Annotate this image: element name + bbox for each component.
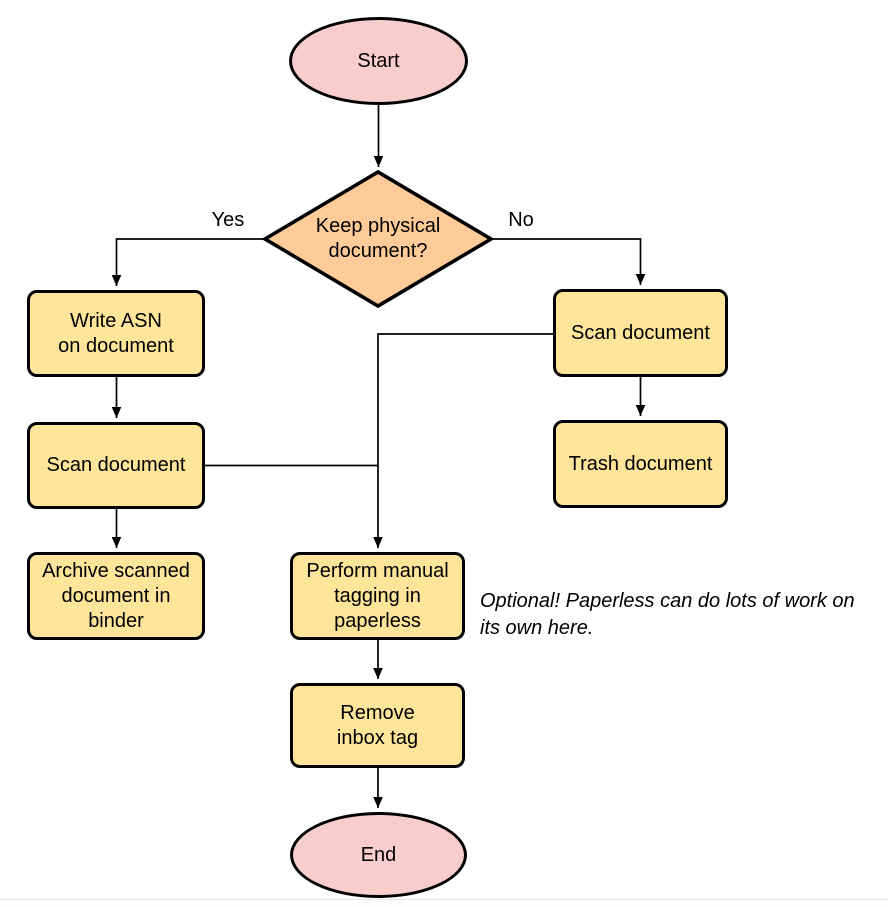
node-scan-document-left-label: Scan document (46, 454, 186, 476)
node-write-asn: Write ASN on document (27, 290, 205, 377)
node-scan-document-right: Scan document (553, 289, 728, 377)
optional-note: Optional! Paperless can do lots of work … (480, 590, 855, 639)
node-trash-document-label: Trash document (568, 452, 713, 475)
node-remove-inbox-tag-label: Remove inbox tag (336, 701, 419, 749)
node-start: Start (289, 17, 468, 105)
viewport-bottom-strip (0, 900, 888, 907)
node-decision: Keep physical document? (293, 212, 463, 266)
node-scan-document-right-label: Scan document (571, 321, 710, 344)
node-archive-document: Archive scanned document in binder (27, 552, 205, 640)
node-end: End (290, 812, 467, 898)
edge-scan-right-to-tagging (373, 333, 553, 548)
node-archive-document-label: Archive scanned document in binder (42, 559, 190, 632)
node-scan-document-left: Scan document (27, 422, 205, 509)
edge-decision-yes-to-write-asn (111, 238, 265, 286)
node-manual-tagging-label: Perform manual tagging in paperless (306, 559, 449, 632)
decision-diamond-shape (261, 169, 495, 309)
edge-label-yes: Yes (211, 209, 245, 231)
node-manual-tagging: Perform manual tagging in paperless (290, 552, 465, 640)
node-trash-document: Trash document (553, 420, 728, 508)
node-remove-inbox-tag: Remove inbox tag (290, 683, 465, 768)
edges (111, 105, 646, 808)
node-start-label: Start (357, 49, 400, 72)
edge-decision-no-to-scan-right (492, 238, 646, 285)
node-end-label: End (360, 843, 397, 866)
edge-label-no: No (508, 209, 534, 231)
node-write-asn-label: Write ASN on document (58, 309, 174, 357)
viewport-bottom-edge (0, 899, 888, 900)
node-decision-label: Keep physical document? (315, 215, 441, 262)
